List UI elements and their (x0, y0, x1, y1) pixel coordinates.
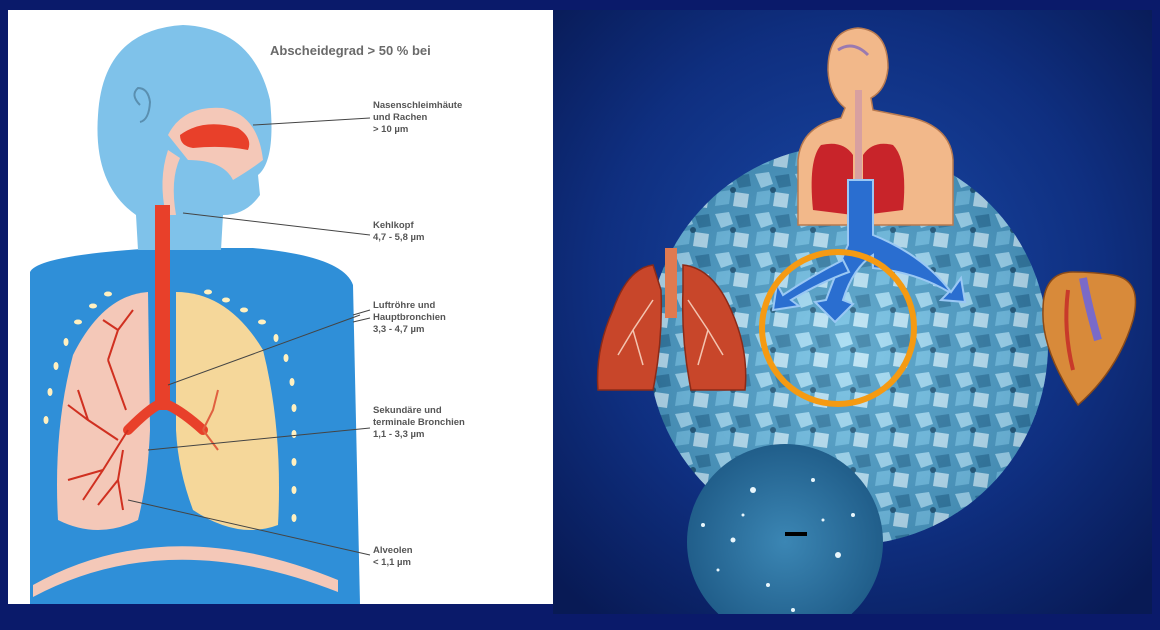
svg-text:und Rachen: und Rachen (373, 112, 428, 123)
svg-text:3,3 - 4,7 µm: 3,3 - 4,7 µm (373, 324, 424, 335)
respiratory-diagram-panel: Abscheidegrad > 50 % bei Nasenschleimhäu… (8, 10, 553, 604)
diagram-title: Abscheidegrad > 50 % bei (270, 43, 431, 58)
svg-text:Alveolen: Alveolen (373, 545, 413, 556)
svg-text:terminale Bronchien: terminale Bronchien (373, 417, 465, 428)
svg-text:Hauptbronchien: Hauptbronchien (373, 312, 446, 323)
respiratory-diagram: Abscheidegrad > 50 % bei Nasenschleimhäu… (8, 10, 553, 604)
particulate-illustration (553, 10, 1152, 614)
svg-text:Luftröhre und: Luftröhre und (373, 300, 435, 311)
label-nose-throat: Nasenschleimhäute und Rachen > 10 µm (373, 100, 462, 135)
label-alveoli: Alveolen < 1,1 µm (373, 545, 413, 568)
scale-bar (785, 532, 807, 536)
svg-text:1,1 - 3,3 µm: 1,1 - 3,3 µm (373, 429, 424, 440)
svg-text:> 10 µm: > 10 µm (373, 124, 408, 135)
particulate-illustration-panel (553, 10, 1152, 614)
trachea (155, 205, 170, 410)
label-trachea-bronchi: Luftröhre und Hauptbronchien 3,3 - 4,7 µ… (373, 300, 446, 335)
svg-text:Kehlkopf: Kehlkopf (373, 220, 414, 231)
label-secondary-bronchi: Sekundäre und terminale Bronchien 1,1 - … (373, 405, 465, 440)
svg-text:Sekundäre und: Sekundäre und (373, 405, 442, 416)
svg-text:4,7 - 5,8 µm: 4,7 - 5,8 µm (373, 232, 424, 243)
svg-text:Nasenschleimhäute: Nasenschleimhäute (373, 100, 462, 111)
svg-text:< 1,1 µm: < 1,1 µm (373, 557, 411, 568)
label-larynx: Kehlkopf 4,7 - 5,8 µm (373, 220, 424, 243)
